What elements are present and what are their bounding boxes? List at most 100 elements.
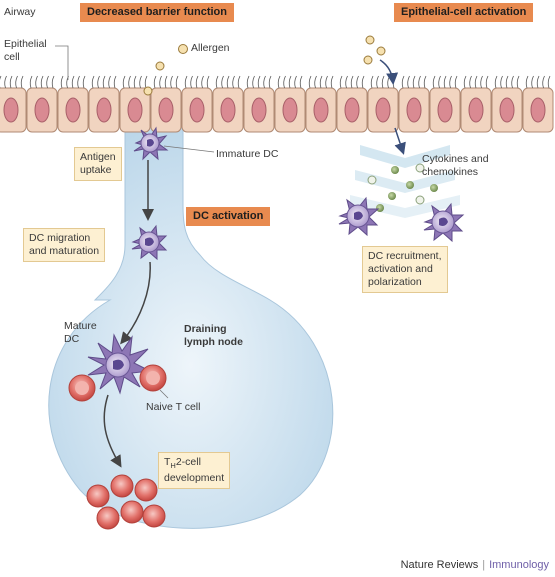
th2-development-box: TH2-cell development xyxy=(158,452,231,490)
immature-dc-leader xyxy=(163,145,215,153)
cilium xyxy=(480,75,483,89)
cilium xyxy=(20,75,24,89)
recruited-dc-left xyxy=(338,196,380,237)
cilium xyxy=(252,75,255,89)
cilium xyxy=(29,75,33,89)
cilium xyxy=(356,75,359,89)
cilium xyxy=(35,75,38,89)
draining-lymph-node-label-1: Draining xyxy=(184,323,227,335)
header-decreased-barrier: Decreased barrier function xyxy=(80,3,234,22)
cilium xyxy=(361,75,365,89)
cilium xyxy=(113,75,117,89)
th2-line-1: TH2-cell xyxy=(164,456,224,472)
cell-nucleus xyxy=(313,97,329,123)
journal-name: Immunology xyxy=(489,559,549,571)
cilium xyxy=(237,75,241,89)
dc-migration-box: DC migration and maturation xyxy=(23,228,106,262)
cilium xyxy=(159,75,162,89)
cilium xyxy=(438,75,441,89)
cilium xyxy=(412,75,416,89)
cell-nucleus xyxy=(499,97,515,123)
cilium xyxy=(82,75,86,89)
cilium xyxy=(164,75,168,89)
cilium xyxy=(4,75,7,89)
cilium xyxy=(97,75,100,89)
cilium xyxy=(201,75,204,89)
cell-nucleus xyxy=(251,97,267,123)
cilium xyxy=(339,75,343,89)
airway-epithelium xyxy=(0,75,554,133)
cilium xyxy=(443,75,447,89)
arrow-tcell-to-th2 xyxy=(103,394,122,468)
naive-t-cell-label: Naive T cell xyxy=(146,401,201,413)
cilium xyxy=(122,75,126,89)
cilium xyxy=(485,75,489,89)
cell-nucleus xyxy=(530,97,546,123)
dc-migration-line-2: and maturation xyxy=(29,245,100,257)
dc-recruitment-line-2: activation and xyxy=(368,263,433,275)
naive-t-leader xyxy=(159,389,169,399)
naive-t-cells xyxy=(68,364,167,402)
cilium xyxy=(277,75,281,89)
cilium xyxy=(500,75,503,89)
cilium xyxy=(454,75,458,89)
cilium xyxy=(153,75,157,89)
cilium xyxy=(376,75,379,89)
cell-nucleus xyxy=(437,97,453,123)
cilium xyxy=(40,75,44,89)
cilium xyxy=(195,75,199,89)
cilium xyxy=(536,75,540,89)
publisher-name: Nature Reviews xyxy=(400,559,479,571)
cilium xyxy=(525,75,529,89)
arrow-migrating-to-mature xyxy=(120,261,151,345)
lymph-node xyxy=(48,119,334,529)
cilium xyxy=(91,75,95,89)
draining-lymph-node-label-2: lymph node xyxy=(184,336,243,348)
cilium xyxy=(108,75,111,89)
epithelial-cell-leader xyxy=(55,45,69,80)
cilium xyxy=(190,75,193,89)
header-epithelial-activation: Epithelial-cell activation xyxy=(394,3,534,22)
th2-subscript: H xyxy=(170,461,176,471)
mature-dc-label-1: Mature xyxy=(64,320,97,332)
cilium xyxy=(102,75,106,89)
cilium xyxy=(263,75,266,89)
cilium xyxy=(511,75,514,89)
cilium xyxy=(170,75,173,89)
journal-credit: Nature Reviews|Immunology xyxy=(401,559,549,571)
antigen-uptake-line-2: uptake xyxy=(80,164,112,176)
cilium xyxy=(71,75,75,89)
cilium xyxy=(139,75,142,89)
antigen-uptake-line-1: Antigen xyxy=(80,151,116,163)
cilium xyxy=(144,75,148,89)
cell-nucleus xyxy=(158,97,174,123)
cilium xyxy=(494,75,498,89)
cell-nucleus xyxy=(3,97,19,123)
cilium xyxy=(77,75,80,89)
cilium xyxy=(463,75,467,89)
header-dc-activation: DC activation xyxy=(186,207,271,226)
cilium xyxy=(46,75,49,89)
immature-dc xyxy=(133,126,169,161)
cilium xyxy=(401,75,405,89)
immature-dc-label: Immature DC xyxy=(216,148,279,160)
footer-separator: | xyxy=(482,559,486,571)
cilium xyxy=(175,75,179,89)
cilium xyxy=(350,75,354,89)
cell-nucleus xyxy=(344,97,360,123)
cilium xyxy=(407,75,410,89)
dc-recruitment-box: DC recruitment, activation and polarizat… xyxy=(362,246,448,293)
cilium xyxy=(15,75,18,89)
cilium xyxy=(423,75,427,89)
cilium xyxy=(257,75,261,89)
cilium xyxy=(330,75,334,89)
cilium xyxy=(325,75,328,89)
dc-recruitment-line-1: DC recruitment, xyxy=(368,250,442,262)
airway-label: Airway xyxy=(4,6,36,18)
cell-nucleus xyxy=(34,97,50,123)
recruited-dc-right xyxy=(423,202,465,243)
dc-migration-line-1: DC migration xyxy=(29,232,91,244)
cell-nucleus xyxy=(65,97,81,123)
